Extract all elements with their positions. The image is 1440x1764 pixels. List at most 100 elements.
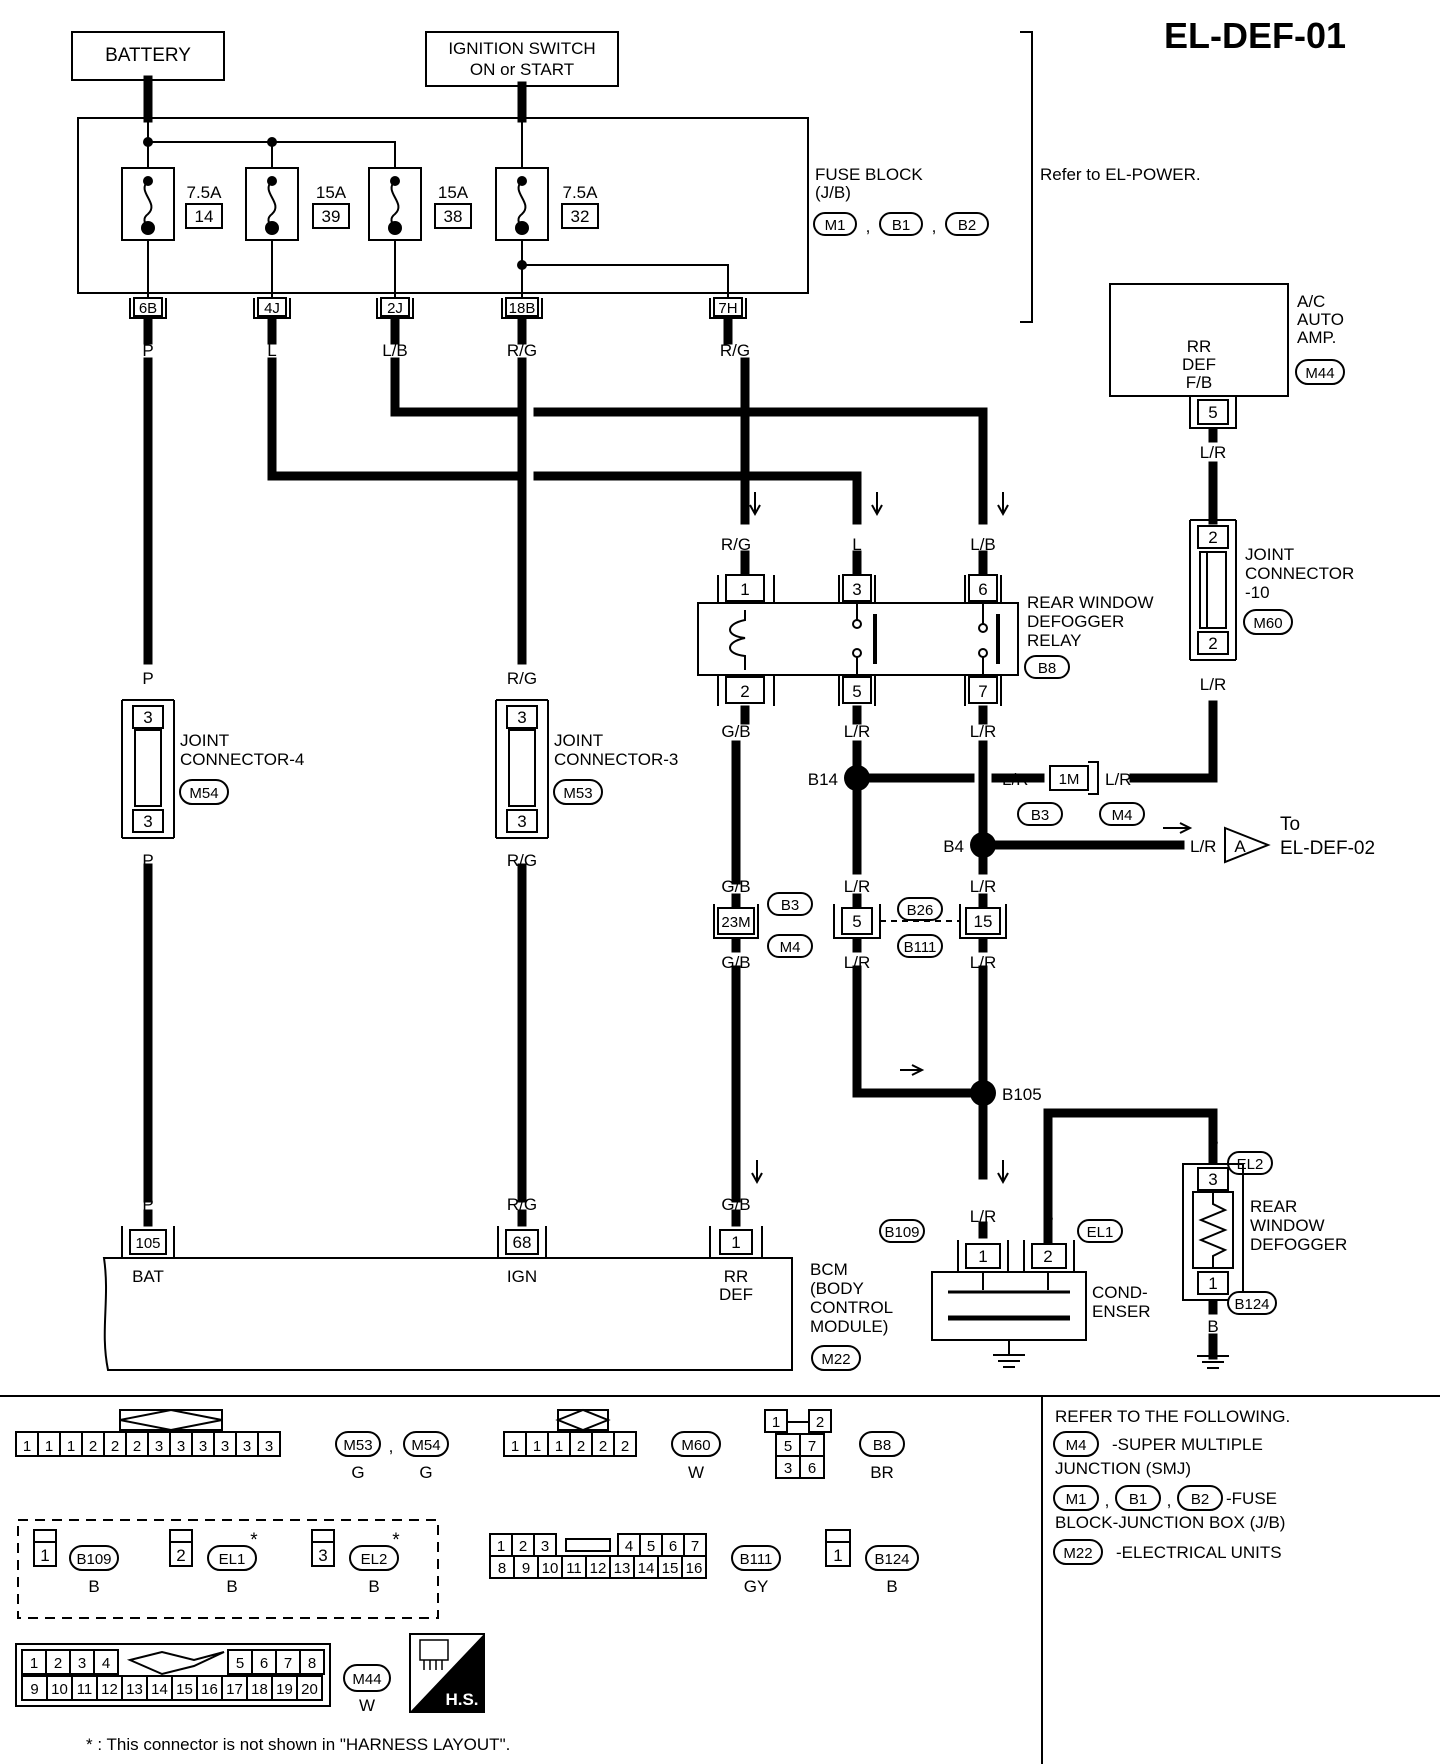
refer-following: REFER TO THE FOLLOWING. M4 -SUPER MULTIP… [1053,1407,1290,1565]
bcm: P R/G G/B 105 68 1 BAT IGN RR DEF BCM (B… [102,1195,893,1371]
leg-el1-color: B [226,1577,237,1596]
leg-b111-cell: 13 [614,1560,631,1577]
ac-wire: L/R [1200,443,1226,462]
leg-m60-cell-frame [613,1431,637,1457]
jc3-label-1: JOINT [554,731,603,750]
leg-color-m54: G [419,1463,432,1482]
leg-el2-color: B [368,1577,379,1596]
condenser: L/R B B109 EL1 1 2 COND- ENSER [879,1207,1151,1368]
leg-m44-cell-frame [121,1675,148,1701]
splice-b14-label: B14 [808,770,838,789]
ignition-label-2: ON or START [470,60,574,79]
leg-conn-b8: B8 [873,1437,891,1454]
ac-label-2: AUTO [1297,310,1344,329]
ac-inner-2: DEF [1182,355,1216,374]
relay-pin-6: 6 [978,580,987,599]
rear-window-defogger: B EL2 3 1 REAR WINDOW DEFOGGER B124 B [1182,1131,1347,1369]
jc3-pin-top: 3 [517,708,526,727]
leg-m44-cell-frame [251,1649,277,1675]
fuse-14-num: 14 [195,207,214,226]
defog-conn-b124: B124 [1234,1296,1269,1313]
cond-wire-lr: L/R [970,1207,996,1226]
jc4-conn: M54 [189,785,218,802]
refer-text-eu: -ELECTRICAL UNITS [1116,1543,1282,1562]
bcm-term-def: DEF [719,1285,753,1304]
leg-el1-star: * [250,1530,258,1551]
leg-m44-cell-frame [45,1649,71,1675]
terminal-6b: 6B [139,300,157,317]
relay-conn-b8: B8 [1038,660,1056,677]
fuse-38: 15A 38 [368,167,472,241]
leg-b111-cell: 9 [522,1560,530,1577]
bcm-label-2: (BODY [810,1279,864,1298]
leg-b109-conn: B109 [76,1551,111,1568]
leg-m44-cell-frame [46,1675,73,1701]
jc10-pin-bot: 2 [1208,634,1217,653]
bcm-pin-68: 68 [513,1233,532,1252]
jc4-label-2: CONNECTOR-4 [180,750,304,769]
ac-pin-5: 5 [1208,403,1217,422]
legend-b124: 1 B124 B [825,1529,919,1596]
fuse-32-amp: 7.5A [563,183,599,202]
fuse-14-amp: 7.5A [187,183,223,202]
defog-wire-top: B [1207,1131,1218,1150]
leg-m53-cell: 3 [199,1438,207,1455]
leg-m44-cell: 6 [260,1655,268,1672]
c5-pin: 5 [852,912,861,931]
flow-arrow-condenser [997,1160,1009,1185]
leg-m44-cell: 7 [284,1655,292,1672]
leg-m53-cell: 1 [45,1438,53,1455]
battery-label: BATTERY [105,45,191,66]
refer-sep-1: , [1105,1491,1110,1510]
defog-label-3: DEFOGGER [1250,1235,1347,1254]
defog-label-2: WINDOW [1250,1216,1325,1235]
m1-conn-b3: B3 [1031,807,1049,824]
leg-b8-cell-frame [799,1455,825,1479]
to-text-1: To [1280,814,1300,835]
refer-conn-m4: M4 [1066,1437,1087,1454]
cond-pin-1: 1 [978,1247,987,1266]
ac-inner-3: F/B [1186,373,1212,392]
connector-23m: G/B 23M G/B B3 M4 [713,877,813,972]
leg-m53-cell: 3 [243,1438,251,1455]
leg-b111-cell: 6 [669,1538,677,1555]
jc3-wire-top: R/G [507,669,537,688]
leg-b111-cell: 16 [686,1560,703,1577]
c5-conn-b111: B111 [904,939,937,956]
relay-wire-rg: R/G [721,535,751,554]
leg-b8-cell: 5 [784,1438,792,1455]
ac-label-3: AMP. [1297,328,1336,347]
leg-m44-cell: 18 [251,1681,268,1698]
leg-m44-cell-frame [69,1649,95,1675]
bcm-wire-gb: G/B [721,1195,750,1214]
refer-title: REFER TO THE FOLLOWING. [1055,1407,1290,1426]
relay-label-3: RELAY [1027,631,1082,650]
relay-label-1: REAR WINDOW [1027,593,1154,612]
defog-pin-1: 1 [1208,1274,1217,1293]
leg-b111-cell: 2 [519,1538,527,1555]
connector-5-15: L/R L/R 5 15 B26 B111 L/R L/R [833,877,1007,972]
leg-m53-cell-frame [257,1431,281,1457]
refer-bracket [1020,31,1033,323]
wire-label-rg-top: R/G [507,341,537,360]
leg-b111-cell: 15 [662,1560,679,1577]
conn-m1: M1 [825,217,846,234]
leg-m44-cell: 16 [201,1681,218,1698]
leg-m44-cell: 4 [102,1655,110,1672]
jc3-conn: M53 [563,785,592,802]
leg-b8-a-cell: 1 [772,1414,780,1431]
relay-wire-lr-5: L/R [844,722,870,741]
leg-sep: , [389,1437,394,1456]
splice-b4: B4 [943,832,996,858]
leg-m44-cell-frame [227,1649,253,1675]
refer-text-fuse: -FUSE [1226,1489,1277,1508]
fuse-32-num: 32 [571,207,590,226]
leg-conn-b111: B111 [740,1551,773,1568]
fuse-38-amp: 15A [438,183,469,202]
refer-text-smj-2: JUNCTION (SMJ) [1055,1459,1191,1478]
refer-conn-m22: M22 [1063,1545,1092,1562]
refer-conn-b2: B2 [1191,1491,1209,1508]
leg-m44-cell: 3 [78,1655,86,1672]
flow-arrow-rrdef [751,1160,763,1185]
